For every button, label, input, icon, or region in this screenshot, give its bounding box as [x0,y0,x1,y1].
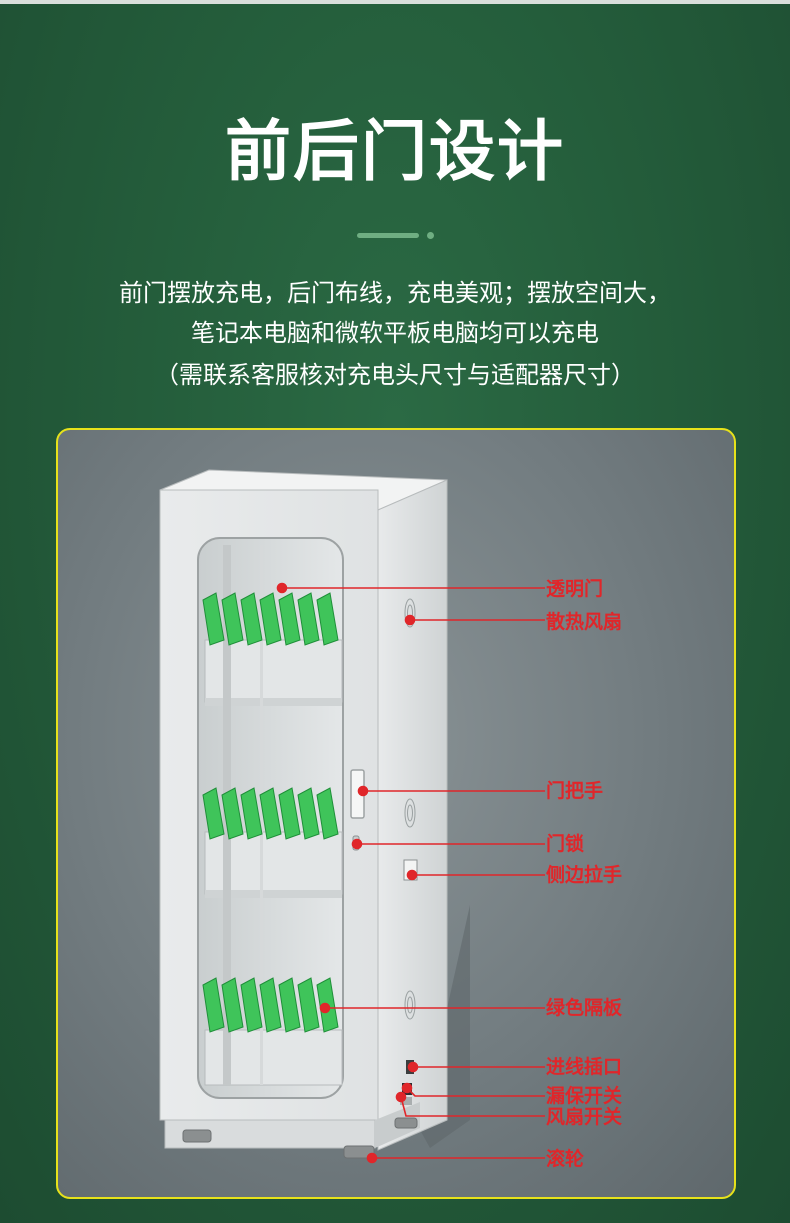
caster-wheels [182,1117,418,1159]
description-line-3: （需联系客服核对充电头尺寸与适配器尺寸） [155,361,635,389]
green-partitions-row-3 [202,977,339,1033]
callout-label-side-handle: 侧边拉手 [546,864,623,886]
callout-label-door-lock: 门锁 [546,833,585,855]
callout-line-fan-switch [400,1096,545,1117]
side-fan-3 [404,990,416,1020]
green-partitions-row-1 [202,592,339,646]
description-line-1: 前门摆放充电，后门布线，充电美观；摆放空间大， [119,279,671,307]
top-edge-line [0,0,790,4]
callout-label-leakage-switch: 漏保开关 [546,1085,623,1107]
green-partitions-row-2 [202,787,339,840]
callout-label-cooling-fan: 散热风扇 [546,611,623,633]
callout-label-cable-inlet: 进线插口 [546,1056,623,1078]
callout-label-caster: 滚轮 [546,1148,585,1170]
callout-label-transparent-door: 透明门 [546,578,604,600]
callout-label-fan-switch: 风扇开关 [546,1106,623,1128]
callout-label-green-partition: 绿色隔板 [546,997,623,1019]
description-line-2: 笔记本电脑和微软平板电脑均可以充电 [191,319,599,347]
callout-label-door-handle: 门把手 [546,780,604,802]
side-fan-2 [404,798,416,828]
page-title: 前后门设计 [225,113,565,190]
fan-switch [400,1097,412,1105]
